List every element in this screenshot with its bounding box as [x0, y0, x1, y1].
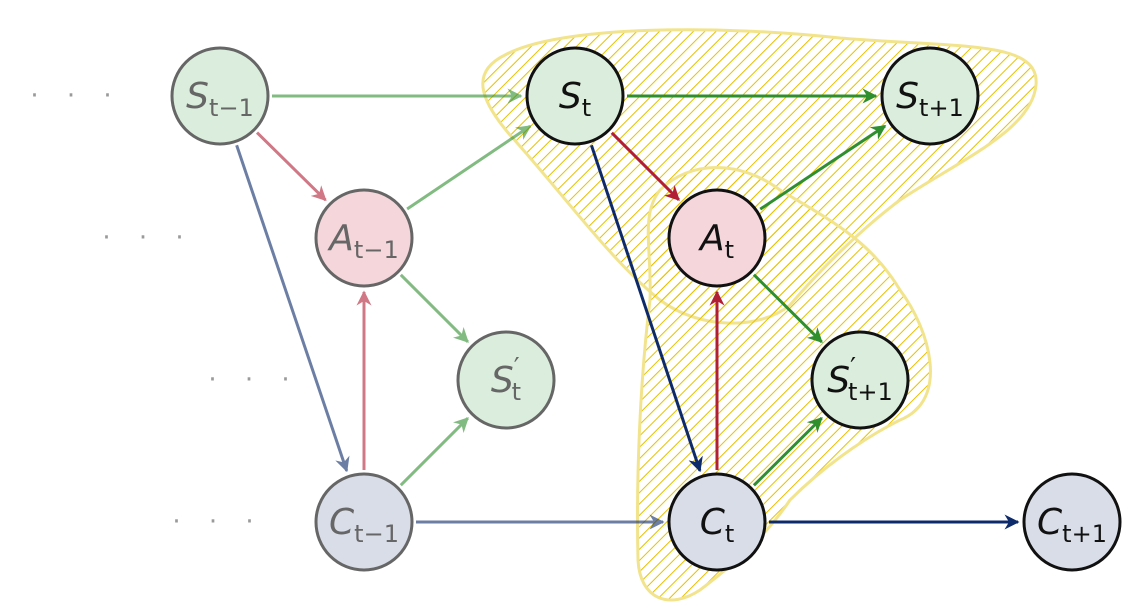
node-label-base: A [327, 218, 354, 259]
ellipsis-action-row: · · · [102, 223, 193, 253]
node-label-prime: ′ [514, 353, 520, 383]
node-sp_t: S′t [456, 330, 556, 430]
node-label-base: C [329, 502, 355, 543]
node-circle-s_next [880, 46, 980, 146]
node-label-subscript: t−1 [354, 520, 399, 548]
node-c_t: Ct [667, 472, 767, 572]
node-circle-s_t [525, 46, 625, 146]
node-c_next: Ct+1 [1022, 472, 1122, 572]
edge-a_t-to-s_next [759, 124, 887, 211]
node-label-subscript: t−1 [209, 94, 254, 122]
node-label-c_t: Ct [700, 502, 735, 549]
node-label-prime: ′ [850, 353, 856, 383]
node-sp_next: S′t+1 [810, 330, 910, 430]
edge-c_prev-to-sp_t [399, 417, 469, 487]
node-label-s_next: St+1 [896, 76, 964, 123]
edge-c_t-to-sp_next [752, 416, 823, 487]
edge-a_prev-to-sp_t [399, 273, 469, 343]
node-label-subscript: t [725, 236, 734, 264]
node-label-subscript: t−1 [354, 236, 399, 264]
node-label-subscript: t+1 [919, 94, 964, 122]
node-circle-c_next [1022, 472, 1122, 572]
node-label-sp_next: S′t+1 [827, 353, 893, 406]
node-a_t: At [667, 188, 767, 288]
node-label-base: A [698, 218, 725, 259]
node-label-base: C [700, 502, 726, 543]
node-label-base: S [186, 76, 209, 117]
node-label-base: S [491, 360, 514, 401]
ellipsis-group: · · · · · · · · · · · · [30, 81, 299, 537]
edge-a_t-to-sp_next [752, 273, 823, 344]
node-label-base: S [896, 76, 919, 117]
node-label-base: S [827, 360, 850, 401]
node-label-base: C [1037, 502, 1063, 543]
edge-s_prev-to-c_prev [235, 144, 350, 473]
node-label-a_t: At [698, 218, 734, 265]
node-label-s_t: St [559, 76, 591, 123]
node-label-a_prev: At−1 [327, 218, 398, 265]
node-circle-c_prev [314, 472, 414, 572]
node-label-c_next: Ct+1 [1037, 502, 1107, 549]
ellipsis-state-row: · · · [30, 81, 121, 111]
node-s_prev: St−1 [170, 46, 270, 146]
edge-a_prev-to-s_t [406, 124, 532, 211]
node-circle-s_prev [170, 46, 270, 146]
node-circle-sp_next [810, 330, 910, 430]
node-circle-a_prev [314, 188, 414, 288]
node-circle-sp_t [456, 330, 556, 430]
edge-s_t-to-c_t [590, 144, 703, 473]
node-label-subscript: t+1 [848, 378, 893, 406]
node-label-sp_t: S′t [491, 353, 521, 406]
edge-layer [235, 88, 1020, 530]
node-circle-c_t [667, 472, 767, 572]
edge-s_t-to-a_t [610, 131, 680, 201]
node-s_next: St+1 [880, 46, 980, 146]
node-label-subscript: t [725, 520, 734, 548]
node-label-base: S [559, 76, 582, 117]
edge-s_prev-to-a_prev [255, 131, 327, 202]
node-label-c_prev: Ct−1 [329, 502, 399, 549]
node-a_prev: At−1 [314, 188, 414, 288]
ellipsis-prime-row: · · · [208, 365, 299, 395]
node-s_t: St [525, 46, 625, 146]
node-label-subscript: t [582, 94, 591, 122]
node-label-subscript: t+1 [1062, 520, 1107, 548]
node-c_prev: Ct−1 [314, 472, 414, 572]
ellipsis-context-row: · · · [172, 507, 263, 537]
node-circle-a_t [667, 188, 767, 288]
node-label-subscript: t [512, 378, 521, 406]
node-label-s_prev: St−1 [186, 76, 254, 123]
